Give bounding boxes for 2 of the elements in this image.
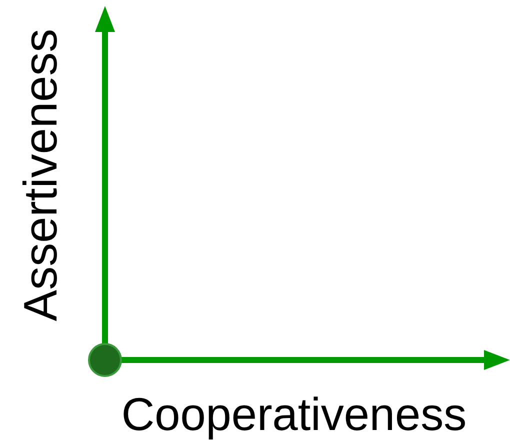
axis-label: Assertiveness (16, 28, 64, 322)
axis-label: Cooperativeness (121, 391, 467, 437)
